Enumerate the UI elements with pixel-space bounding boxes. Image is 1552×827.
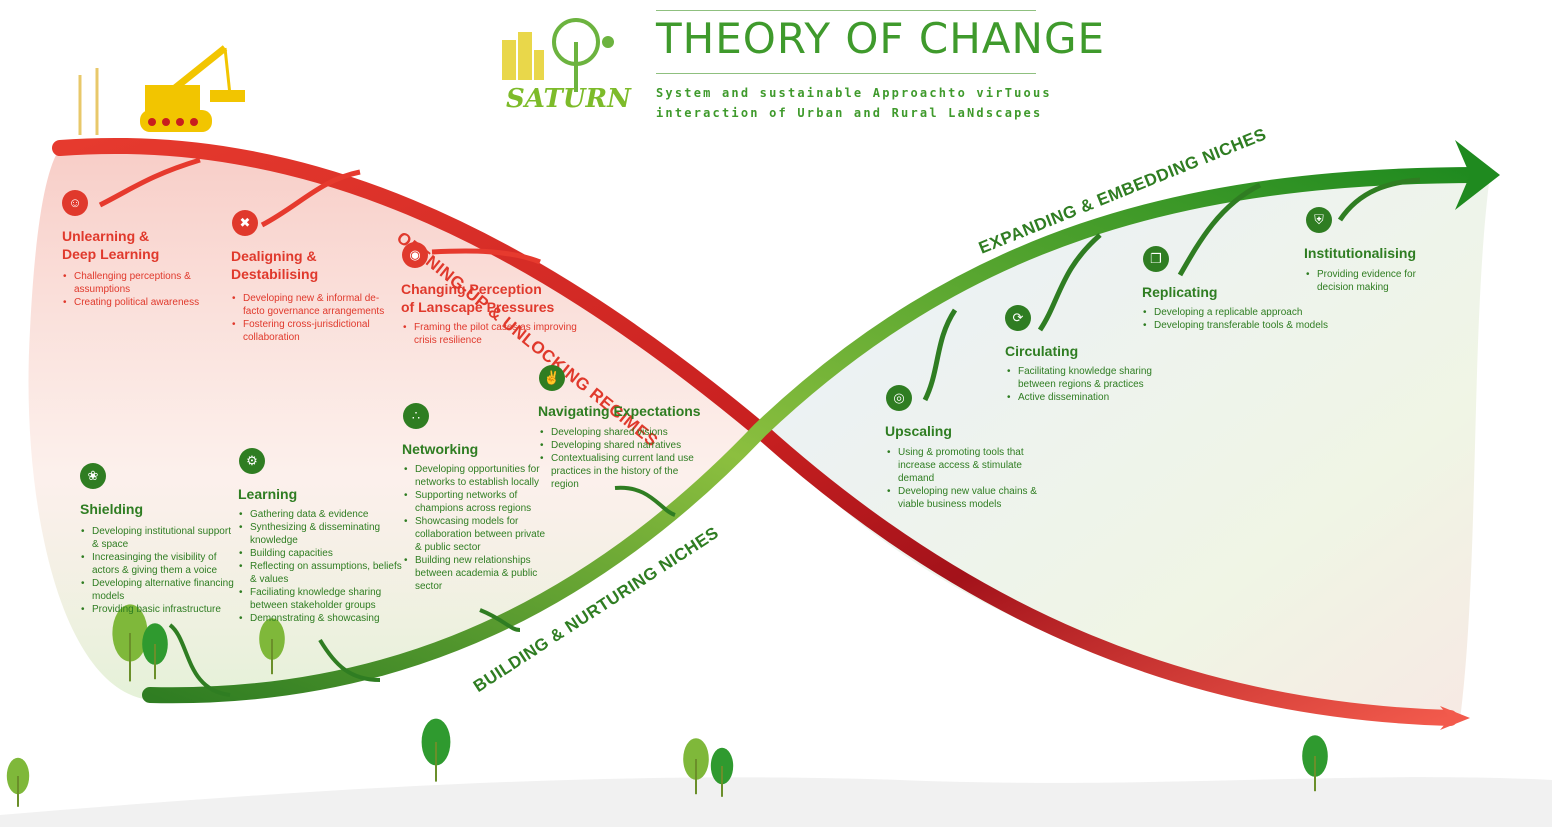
subtitle-line-1: System and sustainable Approachto virTuo… [656,86,1052,100]
copy-icon: ❐ [1143,246,1169,272]
step-bullets-shielding: Developing institutional support & space… [80,525,240,616]
step-bullets-learning: Gathering data & evidence Synthesizing &… [238,508,403,625]
step-title-unlearning: Unlearning & Deep Learning [62,227,159,263]
step-title-circulating: Circulating [1005,343,1079,359]
list-item: Developing a replicable approach [1143,306,1362,319]
excavator-illustration [78,45,245,135]
page-title: THEORY OF CHANGE [656,14,1106,63]
fingers-crossed-icon: ✌ [539,365,565,391]
niche-branch-7 [1177,182,1262,277]
target-icon: ◎ [886,385,912,411]
step-bullets-unlearning: Challenging perceptions & assumptions Cr… [62,270,222,309]
list-item: Developing transferable tools & models [1143,319,1362,332]
step-title-shielding: Shielding [80,501,143,517]
niche-branch-8 [1337,177,1421,222]
saturn-logo-mark [502,18,614,92]
list-item: Providing basic infrastructure [81,603,240,616]
list-item: Challenging perceptions & assumptions [63,270,222,296]
list-item: Providing evidence for decision making [1306,268,1445,294]
subtitle-line-2: interaction of Urban and Rural LaNdscape… [656,106,1043,120]
step-title-line: Destabilising [231,266,319,282]
eye-icon: ◉ [402,242,428,268]
list-item: Building capacities [239,547,403,560]
list-item: Developing shared visions [540,426,699,439]
step-title-networking: Networking [402,441,479,457]
list-item: Reflecting on assumptions, beliefs & val… [239,560,403,586]
regime-branch-1 [98,157,201,208]
list-item: Using & promoting tools that increase ac… [887,446,1051,485]
step-title-institutionalising: Institutionalising [1304,245,1416,261]
title-rule-top [656,10,1036,11]
saturn-logo-text: SATURN [506,84,631,114]
step-title-navigating-expectations: Navigating Expectations [538,403,701,419]
step-title-line: Dealigning & [231,248,317,264]
cycle-icon: ⟳ [1005,305,1031,331]
list-item: Synthesizing & disseminating knowledge [239,521,403,547]
ground-hill [0,777,1552,827]
step-title-line: of Lanscape Pressures [401,299,555,315]
list-item: Faciliating knowledge sharing between st… [239,586,403,612]
list-item: Active dissemination [1007,391,1176,404]
step-title-dealigning: Dealigning & Destabilising [231,247,318,283]
title-rule-bottom [656,73,1036,74]
step-bullets-changing-perception: Framing the pilot cases as improving cri… [402,321,597,347]
list-item: Contextualising current land use practic… [540,452,699,491]
niche-branch-3 [479,608,521,632]
list-item: Developing new & informal de-facto gover… [232,292,391,318]
list-item: Developing institutional support & space [81,525,240,551]
regime-branch-3 [431,248,541,265]
regime-arrow-head [1440,706,1470,730]
niche-branch-5 [922,308,958,402]
trees-illustration [6,604,1328,807]
step-title-learning: Learning [238,486,298,502]
list-item: Fostering cross-jurisdictional collabora… [232,318,391,344]
saturn-logo: SATURN [498,12,631,116]
list-item: Facilitating knowledge sharing between r… [1007,365,1176,391]
tools-icon: ✖ [232,210,258,236]
network-icon: ∴ [403,403,429,429]
niche-branch-2 [318,638,381,682]
niche-arrow-head [1455,140,1500,210]
step-bullets-upscaling: Using & promoting tools that increase ac… [886,446,1051,511]
brain-icon: ❀ [80,463,106,489]
head-gear-icon: ⚙ [239,448,265,474]
step-title-changing-perception: Changing Perception of Lanscape Pressure… [401,280,554,316]
list-item: Building new relationships between acade… [404,554,548,593]
list-item: Framing the pilot cases as improving cri… [403,321,597,347]
head-icon: ☺ [62,190,88,216]
list-item: Creating political awareness [63,296,222,309]
list-item: Demonstrating & showcasing [239,612,403,625]
list-item: Supporting networks of champions across … [404,489,548,515]
list-item: Developing alternative financing models [81,577,240,603]
regime-branch-2 [260,169,361,228]
step-bullets-dealigning: Developing new & informal de-facto gover… [231,292,391,344]
institution-icon: ⛨ [1306,207,1332,233]
list-item: Showcasing models for collaboration betw… [404,515,548,554]
step-bullets-navigating-expectations: Developing shared visions Developing sha… [539,426,699,491]
step-title-upscaling: Upscaling [885,423,952,439]
step-bullets-replicating: Developing a replicable approach Develop… [1142,306,1362,332]
step-title-line: Changing Perception [401,281,542,297]
step-bullets-circulating: Facilitating knowledge sharing between r… [1006,365,1176,404]
list-item: Gathering data & evidence [239,508,403,521]
step-bullets-networking: Developing opportunities for networks to… [403,463,548,593]
list-item: Developing shared narratives [540,439,699,452]
step-bullets-institutionalising: Providing evidence for decision making [1305,268,1445,294]
niche-branch-6 [1037,233,1102,332]
step-title-line: Deep Learning [62,246,160,262]
list-item: Developing opportunities for networks to… [404,463,548,489]
niche-branch-1 [168,623,231,697]
step-title-replicating: Replicating [1142,284,1218,300]
list-item: Increasinging the visibility of actors &… [81,551,240,577]
step-title-line: Unlearning & [62,228,150,244]
list-item: Developing new value chains & viable bus… [887,485,1051,511]
